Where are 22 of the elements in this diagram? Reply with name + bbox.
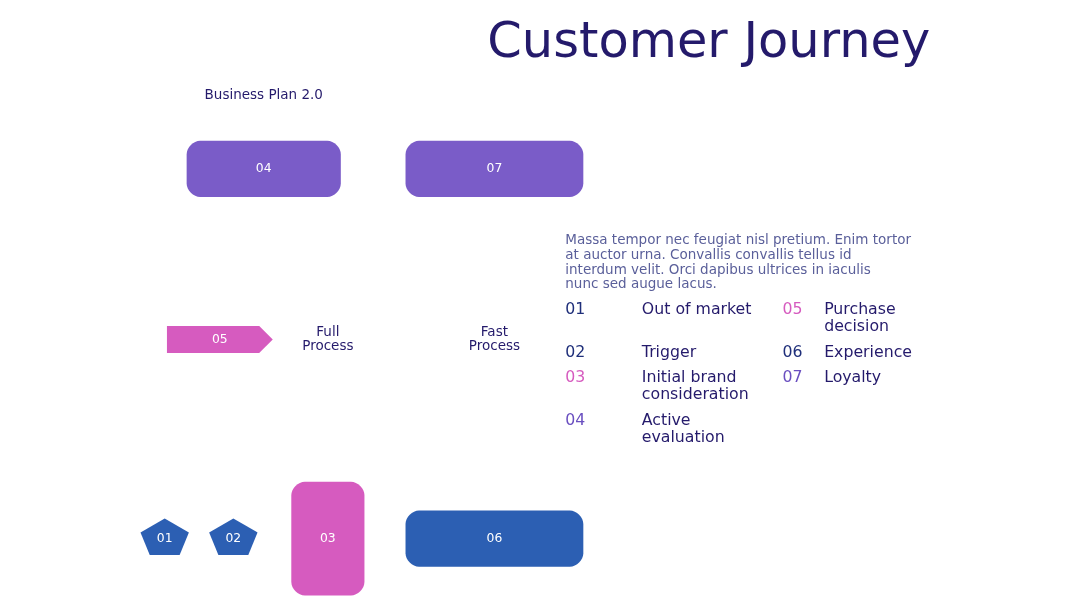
node-box: 07 [405,140,584,198]
label: Initial brand consideration [641,367,749,404]
label: Out of market [641,298,752,318]
label: Full Process [302,322,354,354]
label: Active evaluation [641,410,725,447]
node-box: 06 [405,510,584,567]
label: 01 [565,298,586,318]
node-box: 03 [291,481,365,596]
label: Business Plan 2.0 [204,86,323,103]
label: Loyalty [824,367,882,387]
label: 02 [565,341,586,361]
node-box: 04 [186,140,341,198]
label: 03 [565,367,586,387]
label: 05 [782,298,803,318]
label: 04 [565,410,586,430]
label: Experience [824,341,912,361]
diagram-title: Customer Journey [487,10,931,69]
label: Fast Process [468,322,521,354]
label: 07 [782,367,803,387]
label: Purchase decision [824,298,896,335]
label: Trigger [641,341,697,361]
label: 06 [782,341,803,361]
